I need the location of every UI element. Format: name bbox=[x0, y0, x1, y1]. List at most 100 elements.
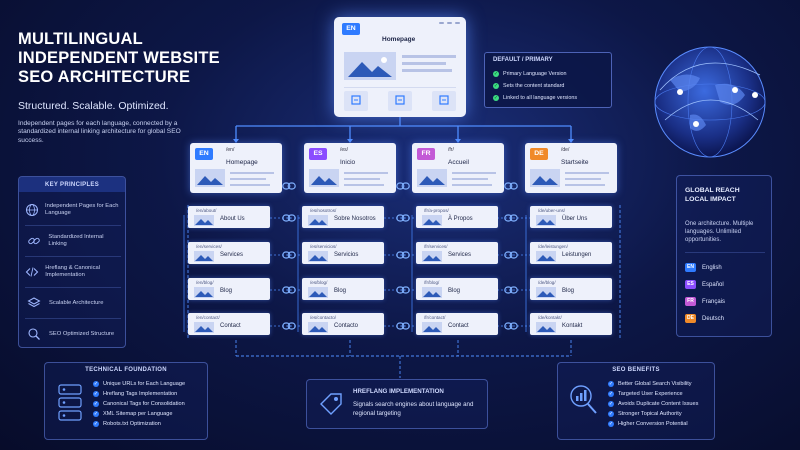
image-placeholder-icon bbox=[194, 215, 214, 226]
link-icon bbox=[396, 251, 410, 259]
list-item: ✓Robots.txt Optimization bbox=[93, 421, 161, 427]
page-path: /de/uber-uns/ bbox=[538, 208, 566, 213]
link-icon bbox=[504, 251, 518, 259]
language-home-title: Homepage bbox=[226, 159, 258, 166]
default-primary-box: DEFAULT / PRIMARY ✓Primary Language Vers… bbox=[484, 52, 612, 108]
description: Independent pages for each language, con… bbox=[18, 120, 181, 144]
language-path: /en/ bbox=[226, 147, 235, 153]
page-path: /de/blog/ bbox=[538, 280, 556, 285]
principle-item: SEO Optimized Structure bbox=[25, 321, 121, 347]
image-placeholder-icon bbox=[344, 52, 396, 80]
page-card: /es/contacto/Contacto bbox=[302, 313, 384, 335]
language-badge: EN bbox=[195, 148, 213, 160]
list-item: ✓Targeted User Experience bbox=[608, 391, 683, 397]
language-badge: FR bbox=[417, 148, 435, 160]
page-card: /fr/contact/Contact bbox=[416, 313, 498, 335]
link-icon bbox=[282, 251, 296, 259]
page-name: Contact bbox=[220, 323, 241, 329]
module-icon bbox=[388, 91, 412, 111]
page-name: Blog bbox=[562, 288, 575, 294]
image-placeholder-icon bbox=[308, 215, 328, 226]
page-name: À Propos bbox=[448, 216, 473, 222]
root-homepage-card: EN Homepage bbox=[334, 17, 466, 117]
image-placeholder-icon bbox=[530, 169, 560, 187]
page-path: /en/blog/ bbox=[196, 280, 214, 285]
principle-item: Scalable Architecture bbox=[25, 290, 121, 316]
default-item: ✓Primary Language Version bbox=[493, 71, 567, 77]
list-item: ✓Hreflang Tags Implementation bbox=[93, 391, 178, 397]
global-reach-text: One architecture. Multiple languages. Un… bbox=[685, 221, 754, 243]
page-card: /es/nosotros/Sobre Nosotros bbox=[302, 206, 384, 228]
check-icon: ✓ bbox=[493, 95, 499, 101]
seo-benefits-panel: SEO BENEFITS ✓Better Global Search Visib… bbox=[557, 362, 715, 440]
link-icon bbox=[504, 182, 518, 190]
title-line-3: SEO ARCHITECTURE bbox=[18, 68, 191, 86]
image-placeholder-icon bbox=[308, 287, 328, 298]
link-icon bbox=[282, 286, 296, 294]
list-item: ✓Stronger Topical Authority bbox=[608, 411, 682, 417]
hreflang-panel: HREFLANG IMPLEMENTATION Signals search e… bbox=[306, 379, 488, 429]
hreflang-text: Signals search engines about language an… bbox=[353, 401, 474, 417]
check-icon: ✓ bbox=[608, 381, 614, 387]
page-path: /en/about/ bbox=[196, 208, 217, 213]
page-card: /es/servicios/Servicios bbox=[302, 242, 384, 264]
language-home-title: Accueil bbox=[448, 159, 469, 166]
default-item: ✓Sets the content standard bbox=[493, 83, 565, 89]
principle-label: Standardized Internal Linking bbox=[48, 234, 104, 247]
page-name: Servicios bbox=[334, 252, 359, 258]
code-icon bbox=[25, 263, 39, 281]
page-name: Contacto bbox=[334, 323, 359, 329]
link-icon bbox=[504, 286, 518, 294]
link-icon bbox=[282, 214, 296, 222]
link-icon bbox=[396, 214, 410, 222]
page-card: /de/uber-uns/Über Uns bbox=[530, 206, 612, 228]
image-placeholder-icon bbox=[308, 251, 328, 262]
list-item: ✓Canonical Tags for Consolidation bbox=[93, 401, 185, 407]
default-primary-heading: DEFAULT / PRIMARY bbox=[493, 57, 553, 63]
image-placeholder-icon bbox=[536, 322, 556, 333]
language-card-es: ES/es/Inicio bbox=[304, 143, 396, 193]
principle-label: Independent Pages for Each Language bbox=[45, 203, 119, 216]
principle-label: Hreflang & Canonical Implementation bbox=[45, 265, 100, 278]
page-card: /de/blog/Blog bbox=[530, 278, 612, 300]
technical-list: ✓Unique URLs for Each Language ✓Hreflang… bbox=[93, 379, 185, 429]
link-icon bbox=[25, 232, 42, 250]
page-card: /en/services/Services bbox=[188, 242, 270, 264]
hreflang-heading: HREFLANG IMPLEMENTATION bbox=[353, 388, 444, 395]
check-icon: ✓ bbox=[608, 401, 614, 407]
check-icon: ✓ bbox=[93, 381, 99, 387]
image-placeholder-icon bbox=[422, 322, 442, 333]
image-placeholder-icon bbox=[536, 215, 556, 226]
page-card: /en/contact/Contact bbox=[188, 313, 270, 335]
key-principles-panel: KEY PRINCIPLES Independent Pages for Eac… bbox=[18, 176, 126, 348]
page-path: /en/services/ bbox=[196, 244, 222, 249]
page-path: /es/nosotros/ bbox=[310, 208, 337, 213]
tag-icon bbox=[320, 393, 342, 415]
image-placeholder-icon bbox=[309, 169, 339, 187]
globe-icon bbox=[25, 201, 39, 219]
page-card: /en/about/About Us bbox=[188, 206, 270, 228]
language-badge: ES bbox=[309, 148, 327, 160]
title-line-2: INDEPENDENT WEBSITE bbox=[18, 49, 220, 67]
page-path: /fr/a-propos/ bbox=[424, 208, 449, 213]
language-home-title: Startseite bbox=[561, 159, 589, 166]
check-icon: ✓ bbox=[608, 411, 614, 417]
page-name: About Us bbox=[220, 216, 245, 222]
page-card: /fr/blog/Blog bbox=[416, 278, 498, 300]
page-path: /es/blog/ bbox=[310, 280, 328, 285]
module-icon bbox=[432, 91, 456, 111]
page-name: Sobre Nosotros bbox=[334, 216, 376, 222]
seo-benefits-heading: SEO BENEFITS bbox=[612, 367, 660, 373]
image-placeholder-icon bbox=[536, 251, 556, 262]
page-card: /de/leistungen/Leistungen bbox=[530, 242, 612, 264]
page-path: /en/contact/ bbox=[196, 315, 220, 320]
check-icon: ✓ bbox=[93, 391, 99, 397]
page-path: /es/servicios/ bbox=[310, 244, 337, 249]
module-icon bbox=[344, 91, 368, 111]
root-title: Homepage bbox=[382, 36, 416, 43]
image-placeholder-icon bbox=[194, 287, 214, 298]
